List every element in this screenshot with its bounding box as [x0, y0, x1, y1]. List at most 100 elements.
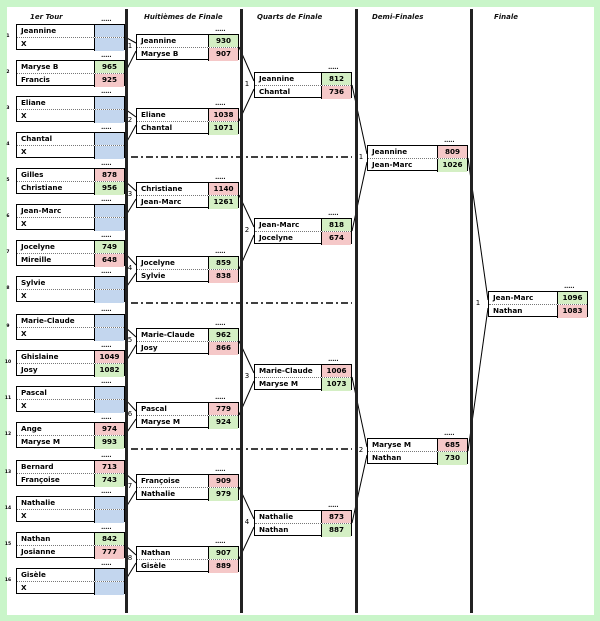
- score-marker-dots: •••••: [215, 322, 226, 327]
- player-name: Jeannine: [21, 26, 57, 35]
- player-row: Jean-Marc: [17, 205, 124, 217]
- score-marker-dots: •••••: [215, 176, 226, 181]
- player-name: Maryse B: [21, 62, 59, 71]
- player-name: X: [21, 329, 27, 338]
- player-name: Pascal: [141, 404, 167, 413]
- player-score: [94, 218, 124, 231]
- connector-line: [351, 376, 368, 448]
- player-score: [94, 133, 124, 145]
- player-name: Sylvie: [21, 278, 46, 287]
- player-score: 713: [94, 461, 124, 473]
- player-score: 1049: [94, 351, 124, 363]
- match-number: 10: [4, 360, 12, 365]
- player-score: [94, 582, 124, 595]
- player-row: X: [17, 399, 124, 413]
- player-score: 962: [208, 329, 238, 341]
- player-score: 907: [208, 547, 238, 559]
- match-number: 14: [4, 506, 12, 511]
- score-marker-dots: •••••: [101, 126, 112, 131]
- player-score: [94, 146, 124, 159]
- match-number: 2: [358, 446, 364, 454]
- match-number: 4: [244, 518, 250, 526]
- score-marker-dots: •••••: [101, 234, 112, 239]
- player-name: Nathan: [259, 525, 289, 534]
- player-name: Maryse M: [372, 440, 412, 449]
- player-row: Eliane: [17, 97, 124, 109]
- match-number: 1: [127, 42, 133, 50]
- player-score: 889: [208, 560, 238, 573]
- player-name: Jean-Marc: [372, 160, 413, 169]
- player-name: Maryse M: [141, 417, 181, 426]
- player-score: 777: [94, 546, 124, 559]
- player-score: 1073: [321, 378, 351, 391]
- player-score: 1006: [321, 365, 351, 377]
- player-row: Pascal: [17, 387, 124, 399]
- player-score: 993: [94, 436, 124, 449]
- player-score: [94, 290, 124, 303]
- match-number: 15: [4, 542, 12, 547]
- player-score: 1261: [208, 196, 238, 209]
- score-marker-dots: •••••: [101, 380, 112, 385]
- match-number: 7: [6, 250, 10, 255]
- match-number: 5: [6, 178, 10, 183]
- score-marker-dots: •••••: [215, 28, 226, 33]
- player-row: X: [17, 37, 124, 51]
- score-marker-dots: •••••: [444, 432, 455, 437]
- player-name: Nathalie: [21, 498, 56, 507]
- player-score: 648: [94, 254, 124, 267]
- match-number: 11: [4, 396, 12, 401]
- player-score: [94, 569, 124, 581]
- score-marker-dots: •••••: [101, 490, 112, 495]
- player-score: 878: [94, 169, 124, 181]
- score-marker-dots: •••••: [101, 18, 112, 23]
- player-row: X: [17, 145, 124, 159]
- player-name: Mireille: [21, 255, 52, 264]
- player-name: X: [21, 583, 27, 592]
- player-name: Marie-Claude: [259, 366, 313, 375]
- player-row: Gisèle: [17, 569, 124, 581]
- player-score: 749: [94, 241, 124, 253]
- player-name: Gisèle: [21, 570, 46, 579]
- player-name: Eliane: [21, 98, 46, 107]
- score-marker-dots: •••••: [328, 358, 339, 363]
- score-marker-dots: •••••: [328, 504, 339, 509]
- player-score: 1096: [557, 292, 587, 304]
- match-number: 5: [127, 336, 133, 344]
- score-marker-dots: •••••: [564, 285, 575, 290]
- score-marker-dots: •••••: [101, 344, 112, 349]
- connector-line: [351, 84, 368, 155]
- player-name: Françoise: [141, 476, 180, 485]
- player-name: X: [21, 401, 27, 410]
- player-score: 1083: [557, 305, 587, 318]
- match-number: 1: [358, 153, 364, 161]
- score-marker-dots: •••••: [101, 308, 112, 313]
- player-score: 859: [208, 257, 238, 269]
- column-separator: [240, 9, 243, 613]
- player-name: Eliane: [141, 110, 166, 119]
- score-marker-dots: •••••: [101, 416, 112, 421]
- player-name: Maryse B: [141, 49, 179, 58]
- player-name: Jeannine: [259, 74, 295, 83]
- column-header-round-1: 1er Tour: [30, 13, 63, 21]
- player-row: Sylvie: [17, 277, 124, 289]
